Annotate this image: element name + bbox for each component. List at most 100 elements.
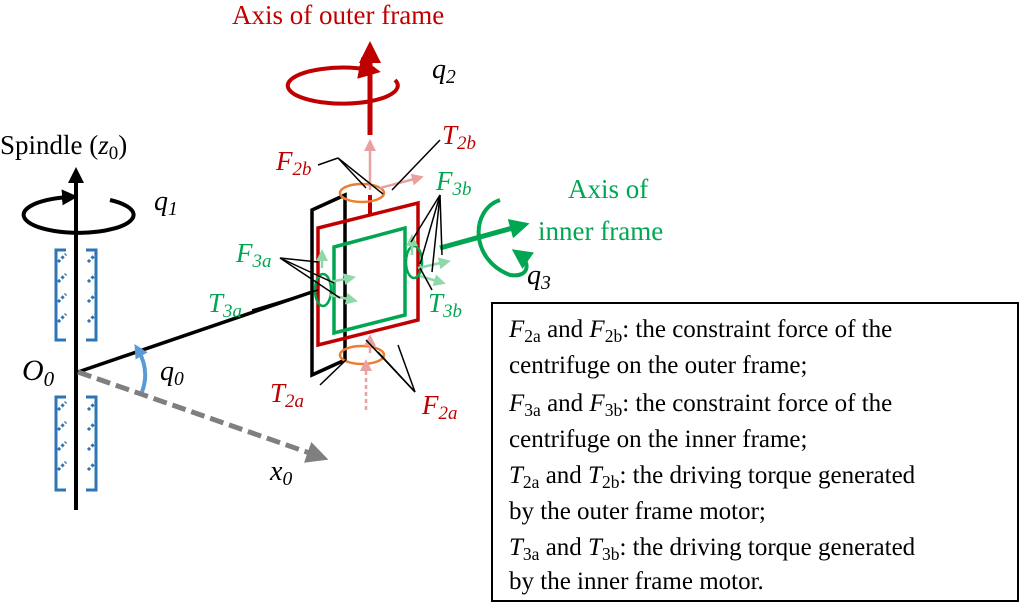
legend-text-5: : the driving torque generated [619,462,916,489]
legend-T3a-sub: 3a [522,543,540,564]
T3b-sub: 3b [443,301,462,323]
T3a-label: T3a [208,288,242,322]
T2a-sub: 2a [285,391,304,413]
legend-F2a: F [509,316,525,343]
q0-sub: 0 [174,369,184,391]
F3a-sub: 3a [252,251,272,273]
T3b-label: T3b [428,288,462,322]
F3b-label: F3b [436,166,471,200]
legend-and-7: and [539,534,589,561]
T3b-var: T [428,288,444,318]
legend-line-1: F2a and F2b: the constraint force of the [509,316,893,346]
leader-lines [251,139,443,393]
q3-var: q [527,260,541,291]
outer-axis-label: Axis of outer frame [232,0,445,30]
outer-frame [316,200,420,348]
legend-T3b: T [588,534,602,561]
legend-T2a: T [509,462,523,489]
legend-T2b-sub: 2b [601,471,620,492]
q3-rotation-arrow [476,198,534,278]
T2b-sub: 2b [457,133,476,155]
legend-line-8: by the inner frame motor. [509,568,764,595]
legend-T2b: T [588,462,602,489]
legend-F3b-sub: 3b [604,399,623,420]
T2a-label: T2a [270,378,304,412]
spindle-sub: 0 [108,143,119,165]
bearing-lower-left [54,395,68,492]
q2-var: q [432,54,446,85]
legend-line-7: T3a and T3b: the driving torque generate… [509,534,916,564]
T2a-var: T [270,378,286,408]
q1-var: q [154,186,168,217]
F2b-label: F2b [276,146,311,180]
F2b-var: F [276,146,293,176]
F3b-var: F [436,166,453,196]
q1-rotation-arrow [21,189,136,235]
x0-axis [77,369,329,463]
q0-label: q0 [160,356,184,390]
inner-axis-label-1: Axis of [568,174,649,204]
legend-T3a: T [509,534,523,561]
spindle-label: Spindle (z0) [0,130,128,164]
T3a-sub: 3a [223,301,242,323]
legend-box: F2a and F2b: the constraint force of the… [491,302,1019,602]
legend-F3b: F [589,390,605,417]
q3-label: q3 [527,260,551,294]
T2b-label: T2b [442,120,476,154]
q1-sub: 1 [168,199,178,221]
legend-line-2: centrifuge on the outer frame; [509,352,808,379]
q0-var: q [160,356,174,387]
legend-and-5: and [539,462,589,489]
legend-line-6: by the outer frame motor; [509,498,766,525]
q2-sub: 2 [446,67,456,89]
F3a-label: F3a [236,238,271,272]
F2a-label: F2a [422,390,457,424]
legend-T3b-sub: 3b [601,543,620,564]
bearing-lower-right [86,395,98,492]
legend-line-5: T2a and T2b: the driving torque generate… [509,462,916,492]
O0-var: O [22,354,44,387]
ring-right [404,244,424,280]
q2-label: q2 [432,54,456,88]
force-arrows-inner [316,234,451,305]
q0-angle-arrow [134,343,148,393]
inner-frame [332,225,407,336]
bearing-upper-left [54,248,68,342]
spindle-close: ) [118,130,128,160]
q1-label: q1 [154,186,178,220]
F2a-var: F [422,390,439,420]
legend-F3a: F [509,390,525,417]
x0-sub: 0 [282,469,293,491]
legend-F3a-sub: 3a [524,399,541,420]
inner-axis-label-2: inner frame [538,216,664,246]
legend-text-1: : the constraint force of the [622,316,893,343]
x0-var: x [270,456,283,487]
legend-and-3: and [540,390,590,417]
legend-line-3: F3a and F3b: the constraint force of the [509,390,893,420]
x0-label: x0 [270,456,292,490]
legend-F2a-sub: 2a [524,325,541,346]
ring-left [313,272,333,308]
spindle-var: z [98,130,109,160]
legend-text-7: : the driving torque generated [619,534,916,561]
F3b-sub: 3b [452,179,472,201]
bearing-upper-right [86,248,98,342]
q2-rotation-arrow [285,57,400,106]
legend-line-4: centrifuge on the inner frame; [509,426,808,453]
O0-label: O0 [22,354,54,390]
F2a-sub: 2a [438,403,458,425]
spindle-text: Spindle ( [0,130,99,160]
O0-sub: 0 [43,366,55,391]
F3a-var: F [236,238,253,268]
F2b-sub: 2b [292,159,312,181]
legend-F2b-sub: 2b [604,325,623,346]
T3a-var: T [208,288,224,318]
centrifuge-arm [77,290,313,374]
legend-and-1: and [540,316,590,343]
legend-T2a-sub: 2a [522,471,540,492]
T2b-var: T [442,120,458,150]
q3-sub: 3 [541,273,551,295]
legend-F2b: F [589,316,605,343]
legend-text-3: : the constraint force of the [622,390,893,417]
